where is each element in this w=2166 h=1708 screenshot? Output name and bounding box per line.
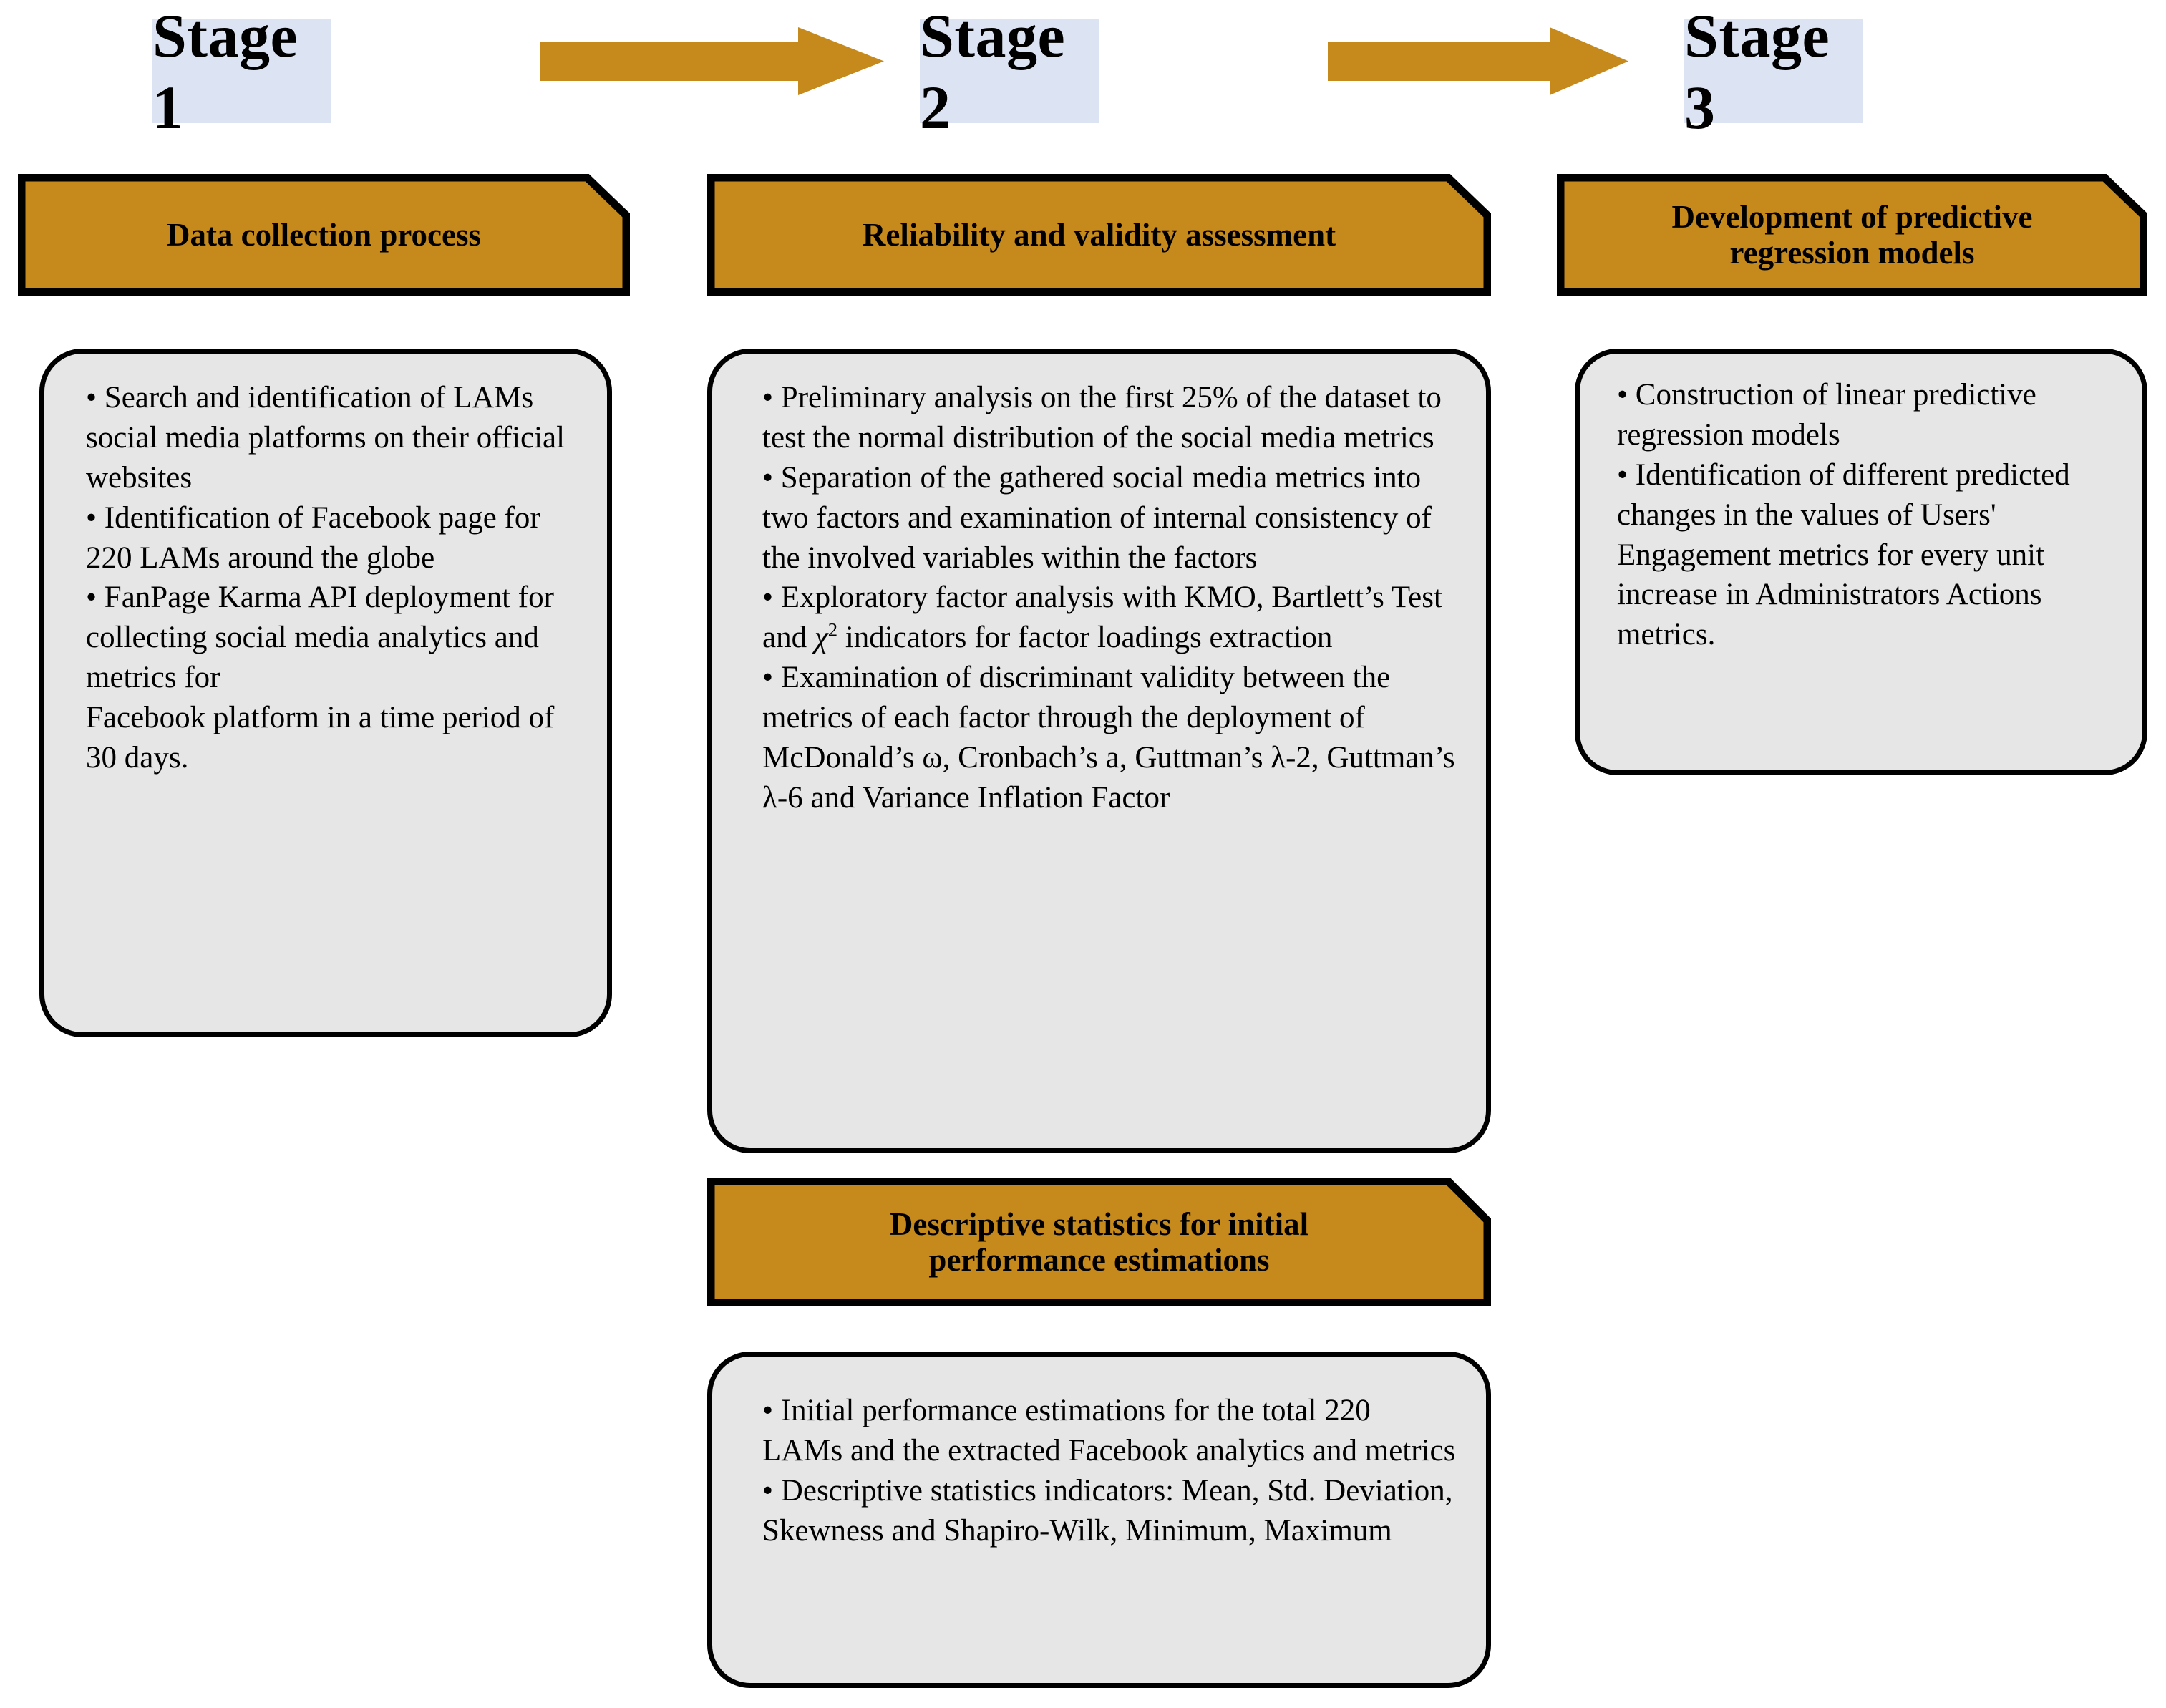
stage-chip-2: Stage 2 xyxy=(920,1,1099,142)
body-box-stage-2-upper-text: • Preliminary analysis on the first 25% … xyxy=(762,378,1457,818)
arrow-stage2-to-stage3-icon xyxy=(1328,27,1628,95)
arrow-stage1-to-stage2-icon xyxy=(540,27,884,95)
body-box-stage-3-text: • Construction of linear predictive regr… xyxy=(1617,378,2070,652)
body-box-stage-2-upper: • Preliminary analysis on the first 25% … xyxy=(707,349,1491,1153)
stage-chip-3-label: Stage 3 xyxy=(1684,1,1830,142)
banner-development-predictive-regression-models: Development of predictive regression mod… xyxy=(1557,174,2147,296)
body-box-stage-2-lower-text: • Initial performance estimations for th… xyxy=(762,1394,1456,1548)
stage-chip-1: Stage 1 xyxy=(152,1,331,142)
banner-data-collection-process: Data collection process xyxy=(18,174,630,296)
body-box-stage-1: • Search and identification of LAMs soci… xyxy=(39,349,612,1037)
body-box-stage-3: • Construction of linear predictive regr… xyxy=(1575,349,2147,775)
stage-chip-3: Stage 3 xyxy=(1684,1,1863,142)
banner-reliability-validity-assessment-label: Reliability and validity assessment xyxy=(862,216,1336,253)
body-stage-2-suffix: indicators for factor loadings extractio… xyxy=(762,621,1455,815)
body-stage-2-prefix: • Preliminary analysis on the first 25% … xyxy=(762,381,1442,655)
banner-reliability-validity-assessment: Reliability and validity assessment xyxy=(707,174,1491,296)
banner-descriptive-statistics: Descriptive statistics for initial perfo… xyxy=(707,1178,1491,1306)
stage-chip-1-label: Stage 1 xyxy=(152,1,298,142)
body-box-stage-1-text: • Search and identification of LAMs soci… xyxy=(86,381,565,775)
stage-chip-2-label: Stage 2 xyxy=(920,1,1066,142)
banner-descriptive-statistics-label: Descriptive statistics for initial perfo… xyxy=(889,1205,1309,1278)
chi-superscript: 2 xyxy=(827,619,838,641)
banner-data-collection-process-label: Data collection process xyxy=(166,216,482,253)
chi-symbol: χ xyxy=(814,621,828,655)
banner-development-predictive-regression-models-label: Development of predictive regression mod… xyxy=(1671,198,2033,271)
body-box-stage-2-lower: • Initial performance estimations for th… xyxy=(707,1352,1491,1688)
